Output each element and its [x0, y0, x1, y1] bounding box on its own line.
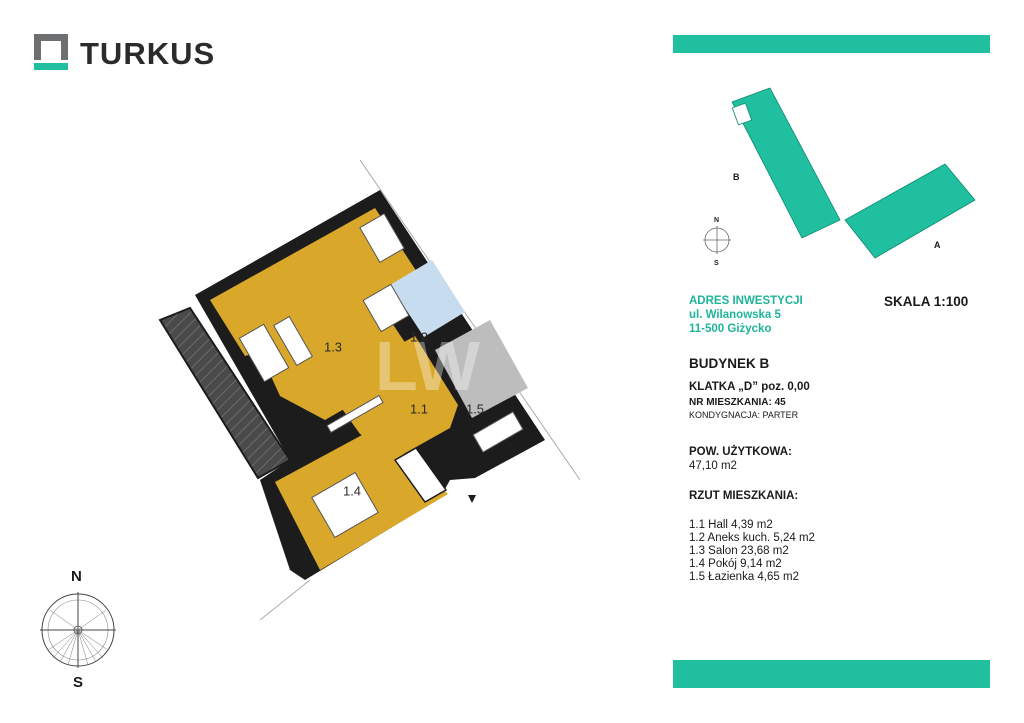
site-compass-icon	[703, 226, 731, 254]
room-hall	[325, 336, 458, 456]
room-list: 1.1 Hall 4,39 m2 1.2 Aneks kuch. 5,24 m2…	[689, 519, 815, 584]
address-block: ADRES INWESTYCJI ul. Wilanowska 5 11-500…	[689, 294, 803, 336]
compass-north-label: N	[71, 568, 82, 585]
room-label-1-5: 1.5	[465, 401, 485, 417]
compass-south-label: S	[73, 674, 84, 691]
bottom-accent-bar	[673, 660, 990, 688]
storey-label: KONDYGNACJA: PARTER	[689, 410, 799, 420]
apartment-walls	[195, 190, 545, 580]
furniture	[238, 212, 524, 539]
flat-number-value: 45	[774, 397, 786, 408]
room-label-1-4: 1.4	[342, 483, 362, 499]
building-a-label: A	[934, 240, 941, 250]
sofa	[238, 323, 290, 383]
room-label-1-3: 1.3	[323, 339, 343, 355]
usable-area: POW. UŻYTKOWA: 47,10 m2	[689, 445, 792, 473]
room-label-1-1: 1.1	[409, 401, 429, 417]
floor-plan: LW	[158, 160, 580, 620]
site-compass-n: N	[714, 217, 720, 224]
hall-shelf	[326, 394, 384, 434]
brand-name: TURKUS	[80, 36, 216, 71]
site-plan	[703, 87, 976, 259]
list-item: 1.4 Pokój 9,14 m2	[689, 558, 782, 570]
address-city: 11-500 Giżycko	[689, 323, 772, 335]
bed	[311, 471, 379, 539]
building-b-shape	[731, 87, 841, 239]
building-b-label: B	[733, 172, 740, 182]
layout-heading: RZUT MIESZKANIA:	[689, 490, 799, 502]
flat-number: NR MIESZKANIA: 45	[689, 397, 786, 409]
address-street: ul. Wilanowska 5	[689, 309, 781, 321]
stair-info: KLATKA „D” poz. 0,00	[689, 380, 810, 394]
coffee-table	[273, 315, 313, 367]
bathtub	[472, 411, 524, 453]
room-label-1-2: 1.2	[409, 329, 429, 345]
wardrobe	[393, 447, 448, 503]
room-bathroom	[435, 320, 528, 418]
site-line	[359, 160, 580, 481]
dining-table	[359, 212, 405, 264]
compass: N S	[36, 568, 120, 696]
room-kitchen	[390, 260, 465, 337]
stair-level: poz. 0,00	[761, 381, 810, 393]
turkus-logo-mark-icon	[34, 34, 68, 70]
building-heading: BUDYNEK B	[689, 356, 770, 371]
stair-label: KLATKA „D”	[689, 381, 758, 393]
kitchen-counter	[362, 283, 410, 333]
top-accent-bar	[673, 35, 990, 53]
site-compass-s: S	[714, 260, 719, 267]
list-item: 1.1 Hall 4,39 m2	[689, 519, 773, 531]
address-heading: ADRES INWESTYCJI	[689, 295, 803, 307]
flat-number-label: NR MIESZKANIA:	[689, 397, 772, 408]
list-item: 1.5 Łazienka 4,65 m2	[689, 571, 799, 583]
entrance-arrow-icon	[468, 495, 476, 503]
scale-label: SKALA 1:100	[884, 294, 969, 309]
watermark: LW	[375, 327, 480, 405]
building-a-shape	[844, 163, 976, 259]
list-item: 1.2 Aneks kuch. 5,24 m2	[689, 532, 815, 544]
list-item: 1.3 Salon 23,68 m2	[689, 545, 789, 557]
compass-rose-icon	[40, 592, 116, 668]
usable-area-value: 47,10 m2	[689, 460, 737, 472]
usable-area-heading: POW. UŻYTKOWA:	[689, 446, 792, 458]
